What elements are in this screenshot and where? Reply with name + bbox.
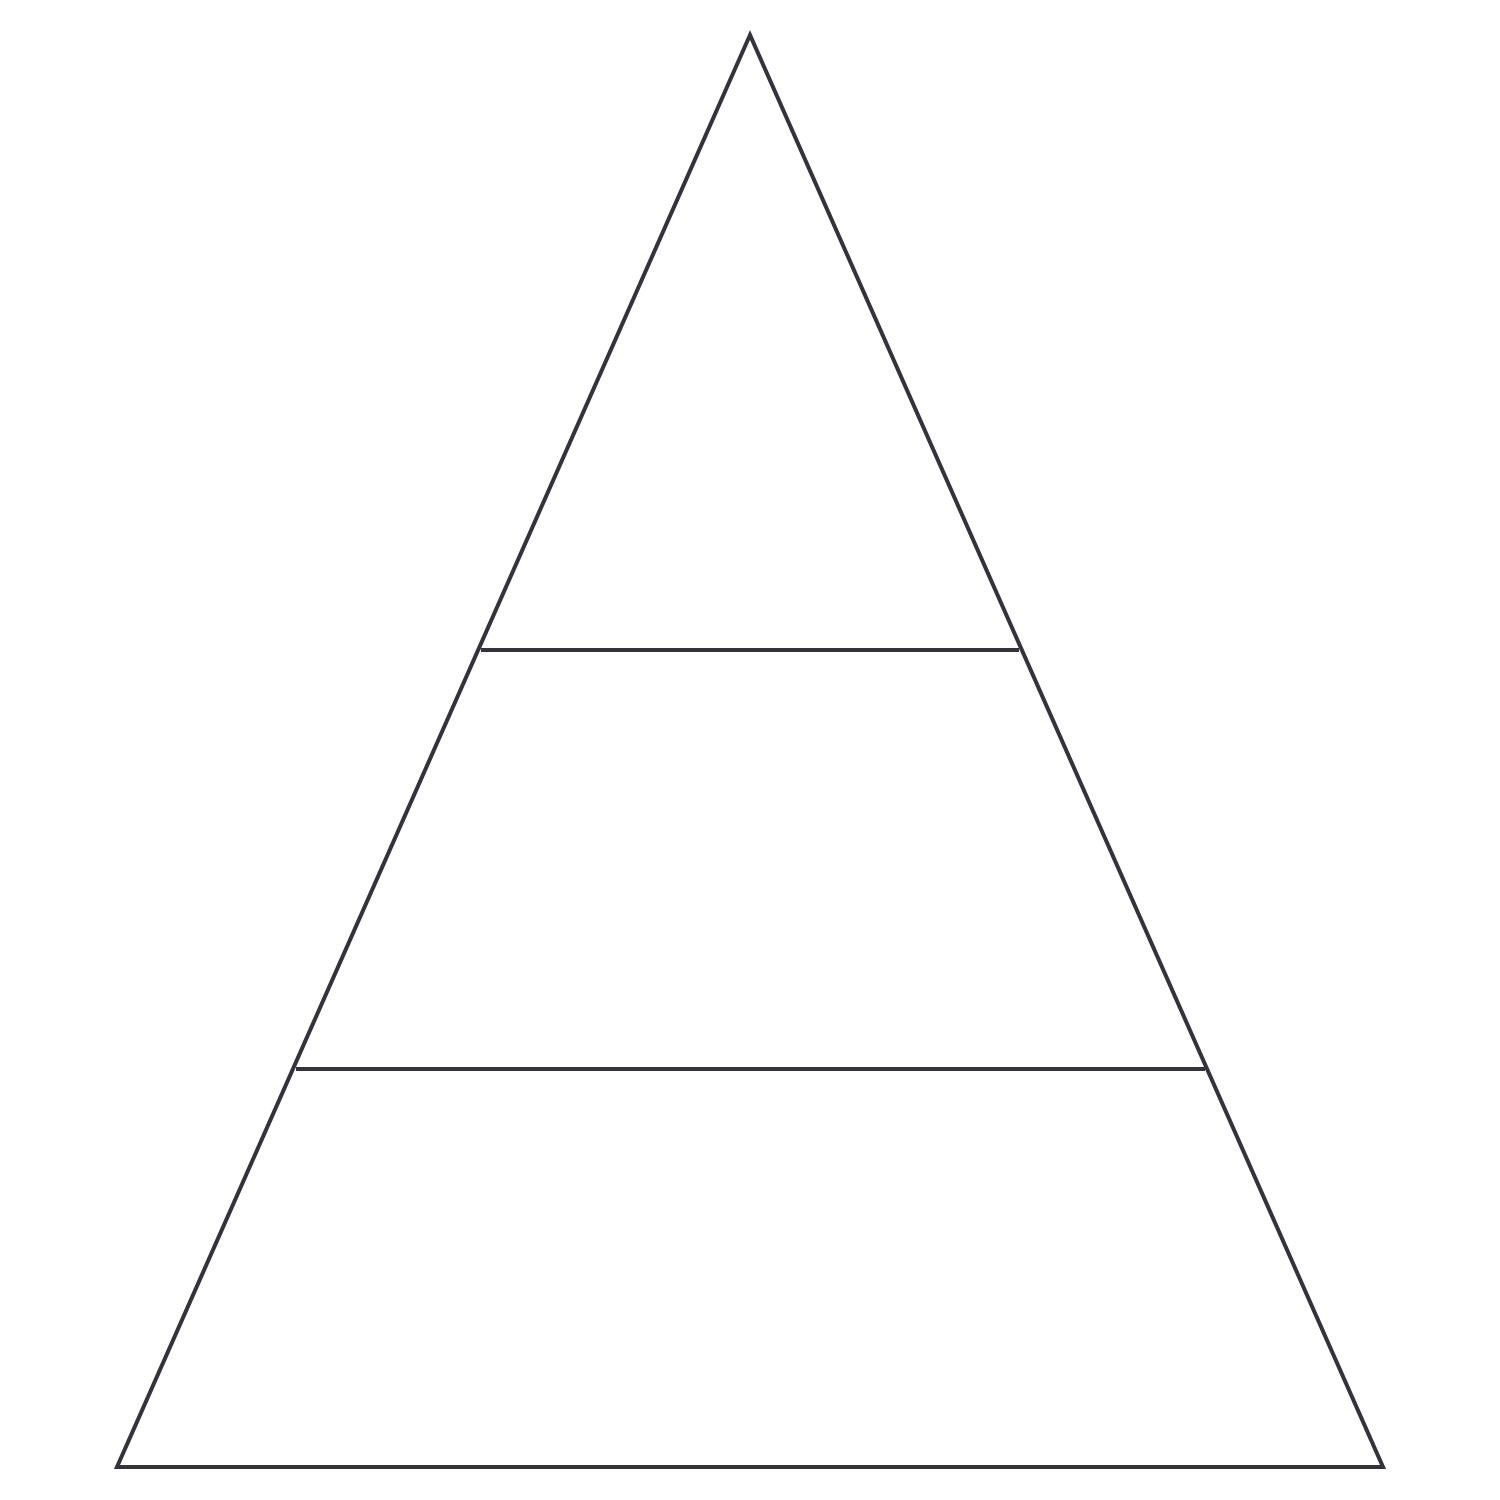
pyramid-outline xyxy=(113,30,1387,1469)
